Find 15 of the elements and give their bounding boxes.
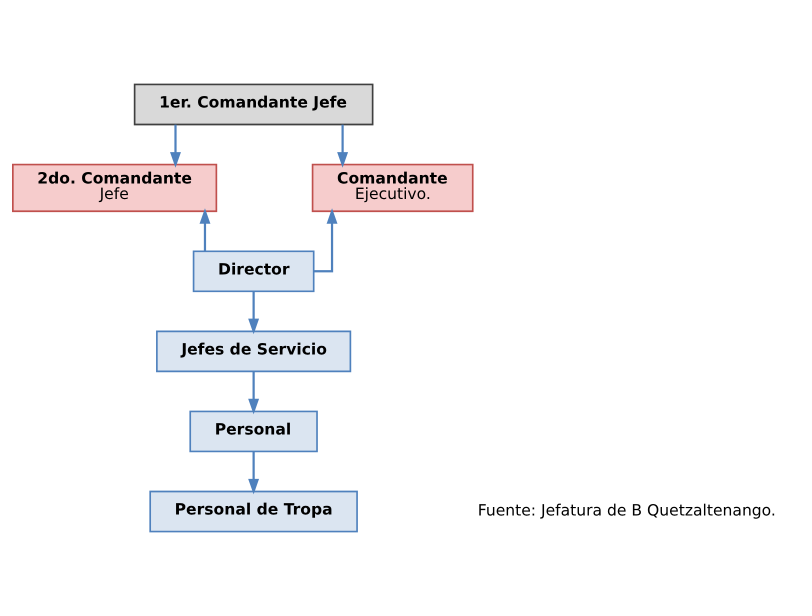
arrow xyxy=(248,372,260,414)
node-box: Personal xyxy=(189,410,318,452)
arrow xyxy=(314,208,338,272)
arrow xyxy=(248,452,260,494)
node-box: 1er. Comandante Jefe xyxy=(134,84,374,126)
node-box: Personal de Tropa xyxy=(149,490,358,532)
node-box: 2do. Comandante Jefe xyxy=(12,164,218,212)
label: Fuente: Jefatura de B Quetzaltenango. xyxy=(478,502,776,520)
arrow xyxy=(248,292,260,334)
node-box: Director xyxy=(192,250,315,292)
node-box: Jefes de Servicio xyxy=(156,330,352,372)
node-box: Comandante Ejecutivo. xyxy=(312,164,474,212)
arrow xyxy=(200,208,210,252)
arrow xyxy=(170,124,181,168)
arrow xyxy=(337,124,348,168)
